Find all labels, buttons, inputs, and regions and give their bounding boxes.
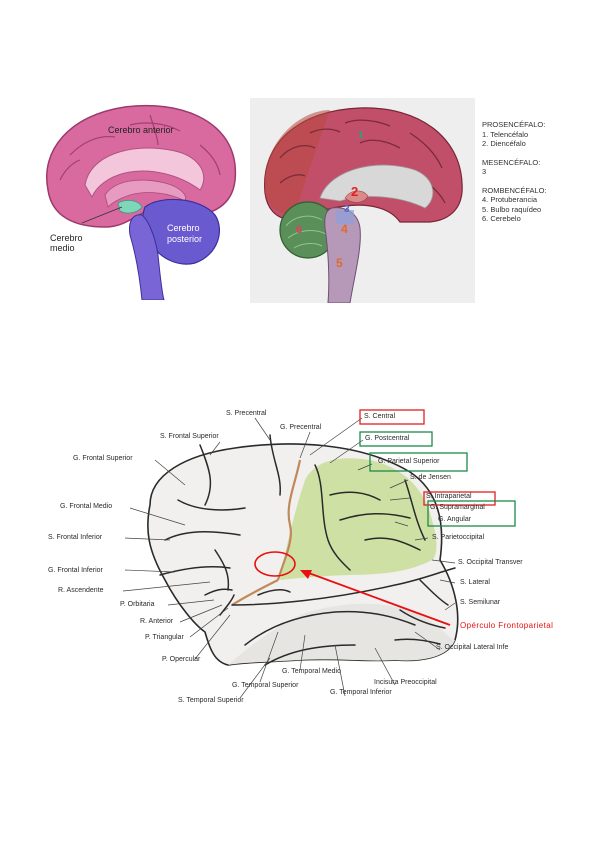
- brain-divisions-legend: PROSENCÉFALO: 1. Telencéfalo 2. Diencéfa…: [482, 120, 547, 224]
- marker-4: 4: [341, 222, 348, 236]
- numbered-brain-panel: 1 2 3 4 5 6: [250, 98, 475, 304]
- label-s-parietoccipital: S. Parietoccipital: [432, 534, 485, 541]
- legend-item-6: 6. Cerebelo: [482, 214, 521, 223]
- label-cerebro-anterior: Cerebro anterior: [108, 125, 174, 135]
- label-cerebro-medio: Cerebro medio: [50, 233, 83, 253]
- legend-prosencefalo: PROSENCÉFALO:: [482, 120, 546, 129]
- label-p-opercular: P. Opercular: [162, 656, 201, 663]
- lateral-brain-drawing: [122, 409, 516, 699]
- label-s-lateral: S. Lateral: [460, 579, 490, 586]
- label-s-temporal-superior: S. Temporal Superior: [178, 697, 244, 704]
- label-g-postcentral: G. Postcentral: [365, 435, 410, 442]
- legend-item-2: 2. Diencéfalo: [482, 139, 526, 148]
- label-g-frontal-inferior: G. Frontal Inferior: [48, 567, 103, 574]
- label-s-de-jensen: S. de Jensen: [410, 474, 451, 481]
- label-s-occipital-transver: S. Occipital Transver: [458, 559, 523, 566]
- marker-6: 6: [296, 224, 303, 236]
- label-s-frontal-superior: S. Frontal Superior: [160, 433, 219, 440]
- numbered-brain-illustration: [264, 107, 463, 304]
- legend-item-5: 5. Bulbo raquídeo: [482, 204, 542, 214]
- marker-2: 2: [351, 184, 359, 199]
- label-s-central: S. Central: [364, 413, 396, 420]
- label-g-temporal-superior: G. Temporal Superior: [232, 682, 299, 689]
- label-s-precentral: S. Precentral: [226, 410, 267, 417]
- legend-mesencefalo: MESENCÉFALO:: [482, 157, 541, 167]
- label-r-anterior: R. Anterior: [140, 618, 174, 625]
- midsagittal-brain-illustration: [46, 104, 237, 301]
- label-s-intraparietal: S. Intraparietal: [426, 493, 472, 500]
- label-cerebro-posterior: Cerebro posterior: [167, 223, 203, 244]
- legend-item-1: 1. Telencéfalo: [482, 129, 529, 139]
- label-g-temporal-medio: G. Temporal Medio: [282, 668, 342, 675]
- legend-item-4: 4. Protuberancia: [482, 195, 538, 204]
- marker-1: 1: [358, 130, 364, 141]
- label-s-frontal-inferior: S. Frontal Inferior: [48, 534, 103, 541]
- label-g-angular: G. Angular: [438, 516, 472, 523]
- label-s-semilunar: S. Semilunar: [460, 599, 501, 606]
- label-r-ascendente: R. Ascendente: [58, 587, 104, 594]
- label-operculo-frontoparietal: Opérculo Frontoparietal: [460, 621, 554, 630]
- label-g-frontal-superior: G. Frontal Superior: [73, 455, 133, 462]
- label-g-precentral: G. Precentral: [280, 424, 322, 431]
- legend-item-3: 3: [482, 167, 487, 176]
- marker-5: 5: [336, 256, 343, 270]
- label-g-parietal-superior: G. Parietal Superior: [378, 458, 440, 465]
- lateral-brain-diagram: S. Precentral G. Precentral S. Frontal S…: [0, 400, 599, 720]
- label-g-supramarginal: G. Supramarginal: [430, 504, 485, 511]
- label-p-triangular: P. Triangular: [145, 634, 184, 641]
- label-incisura-preoccipital: Incisura Preoccipital: [374, 679, 437, 686]
- label-p-orbitaria: P. Orbitaria: [120, 601, 155, 608]
- marker-3: 3: [344, 204, 350, 215]
- label-s-occipital-lateral: S. Occipital Lateral Infe: [436, 644, 509, 651]
- label-g-frontal-medio: G. Frontal Medio: [60, 503, 113, 510]
- legend-rombencefalo: ROMBENCÉFALO:: [482, 185, 547, 195]
- midsagittal-brain-panel: Cerebro anterior Cerebro medio Cerebro p…: [30, 95, 250, 301]
- label-g-temporal-inferior: G. Temporal Inferior: [330, 689, 392, 696]
